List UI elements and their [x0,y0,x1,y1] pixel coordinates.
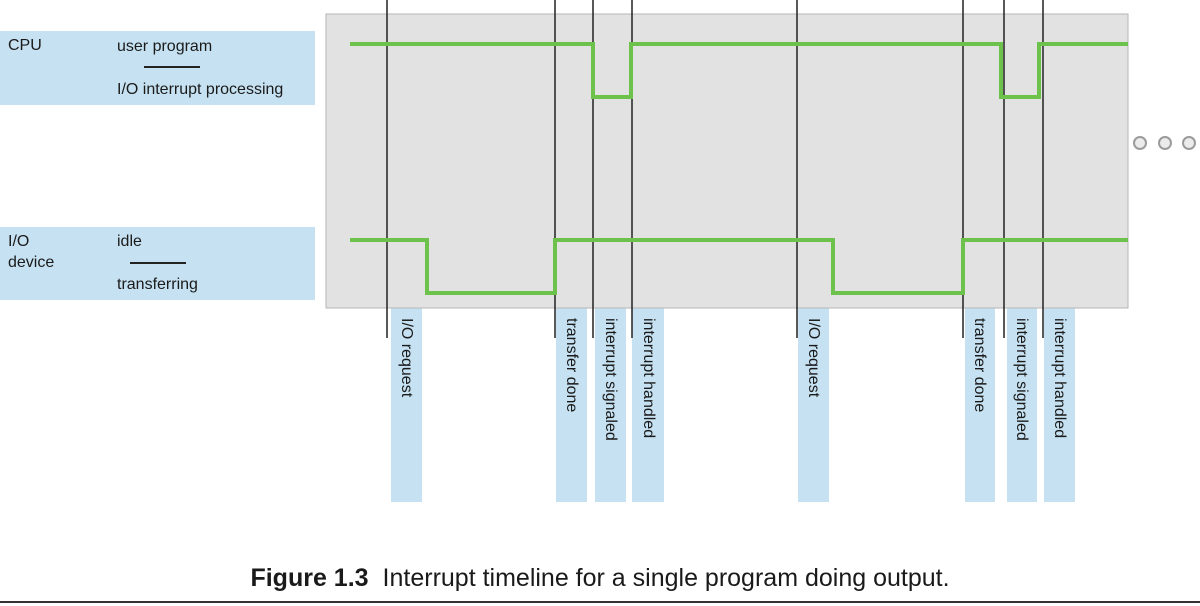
io-state-transferring: transferring [117,276,198,293]
continuation-dot [1158,136,1172,150]
figure-caption: Figure 1.3 Interrupt timeline for a singl… [0,564,1200,593]
interrupt-timeline-diagram [325,0,1129,338]
cpu-legend-divider [144,66,200,68]
io-signal-line [350,238,1128,295]
timeline-panel [325,13,1129,309]
bottom-rule [0,601,1200,603]
event-label-strip [595,308,626,502]
event-label-strip [1044,308,1075,502]
figure-number: Figure 1.3 [250,564,369,592]
cpu-label: CPU [8,37,42,54]
cpu-row-band [0,31,315,105]
continuation-dot [1133,136,1147,150]
event-label-strip [391,308,422,502]
event-label-strip [798,308,829,502]
io-device-label-line2: device [8,254,55,271]
cpu-signal-line [350,42,1128,99]
io-state-idle: idle [117,233,142,250]
cpu-state-interrupt-processing: I/O interrupt processing [117,81,284,98]
io-device-label-line1: I/O [8,233,30,250]
cpu-state-user-program: user program [117,38,213,55]
event-label-strip [556,308,587,502]
event-label-strip [1007,308,1037,502]
event-label-strip [965,308,995,502]
continuation-dot [1182,136,1196,150]
figure-caption-text: Interrupt timeline for a single program … [382,564,950,592]
io-legend-divider [130,262,186,264]
event-label-strip [632,308,664,502]
